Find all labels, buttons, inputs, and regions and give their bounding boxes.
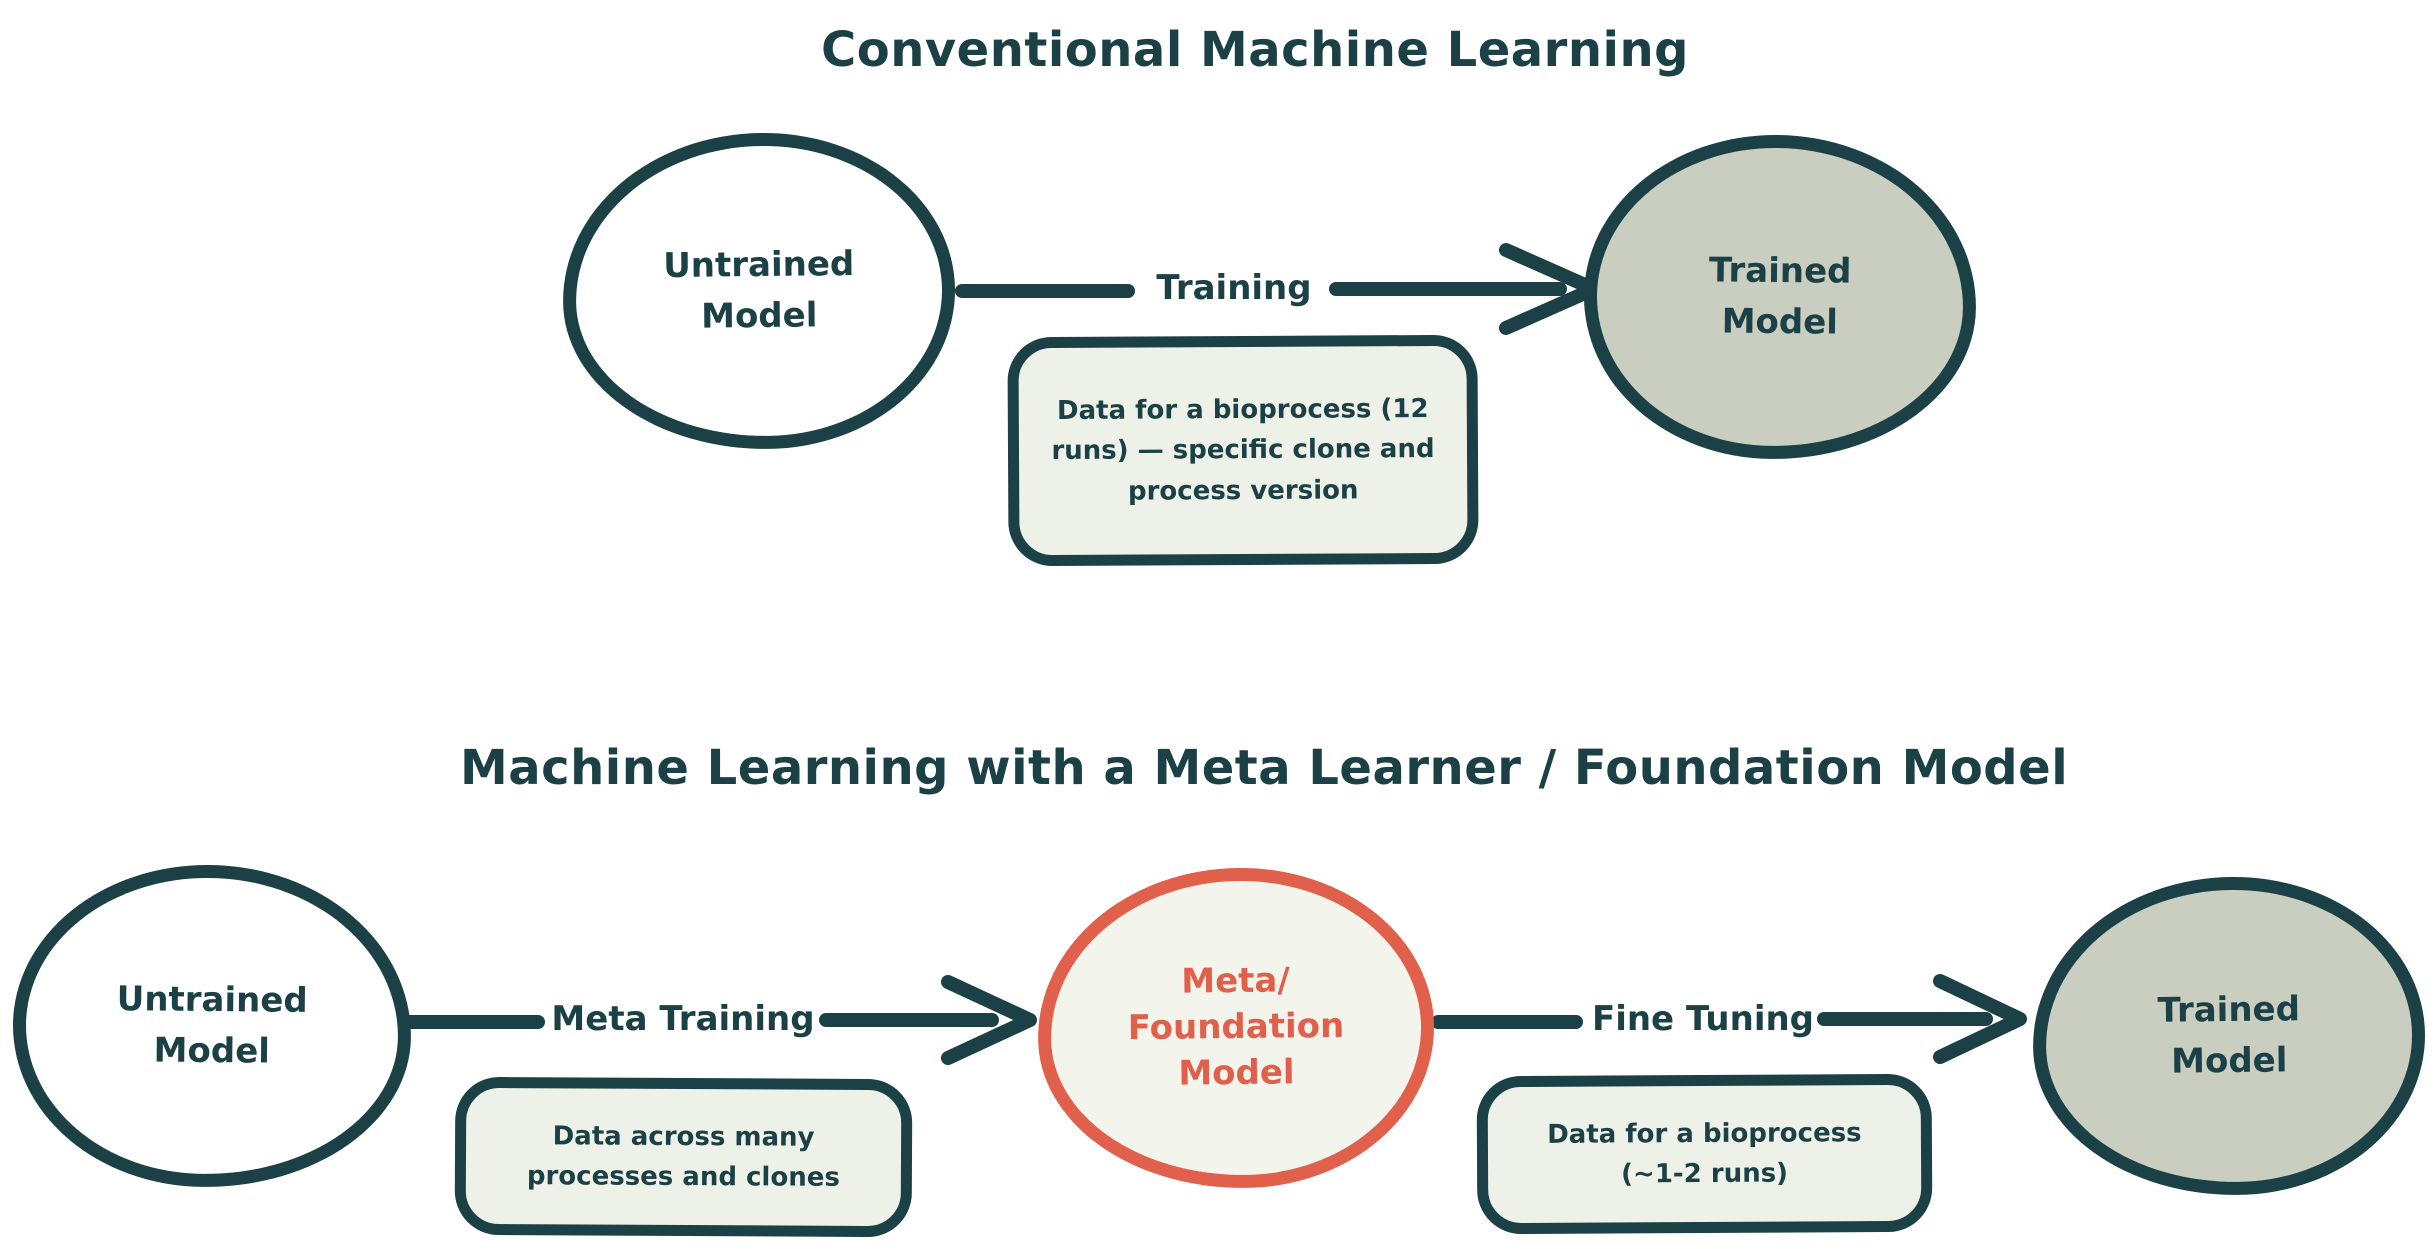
fine-tuning-arrow-label: Fine Tuning [1591,999,1815,1039]
fine-tuning-data-note: Data for a bioprocess (~1-2 runs) [1476,1073,1933,1235]
training-arrow-label: Training [1156,268,1312,308]
fine-tuning-arrow [1431,974,2027,1064]
meta-training-data-note-text: Data across many processes and clones [526,1121,840,1193]
fine-tuning-data-note-text: Data for a bioprocess (~1-2 runs) [1547,1117,1862,1190]
arrow-head [941,975,1037,1065]
untrained-model-label: Untrained Model [116,979,308,1072]
meta-training-arrow [401,975,1037,1065]
conventional-ml-title: Conventional Machine Learning [820,22,1690,78]
meta-training-arrow-label: Meta Training [551,999,815,1039]
training-data-note-text: Data for a bioprocess (12 runs) — specif… [1051,394,1435,507]
meta-foundation-model-label: Meta/ Foundation Model [1127,960,1345,1094]
arrow-head [1933,974,2027,1064]
meta-ml-title: Machine Learning with a Meta Learner / F… [460,740,2069,796]
trained-model-label: Trained Model [2157,989,2301,1082]
training-data-note: Data for a bioprocess (12 runs) — specif… [1007,334,1479,567]
untrained-model-label: Untrained Model [662,244,855,337]
meta-training-data-note: Data across many processes and clones [454,1076,913,1238]
trained-model-label: Trained Model [1708,250,1852,343]
